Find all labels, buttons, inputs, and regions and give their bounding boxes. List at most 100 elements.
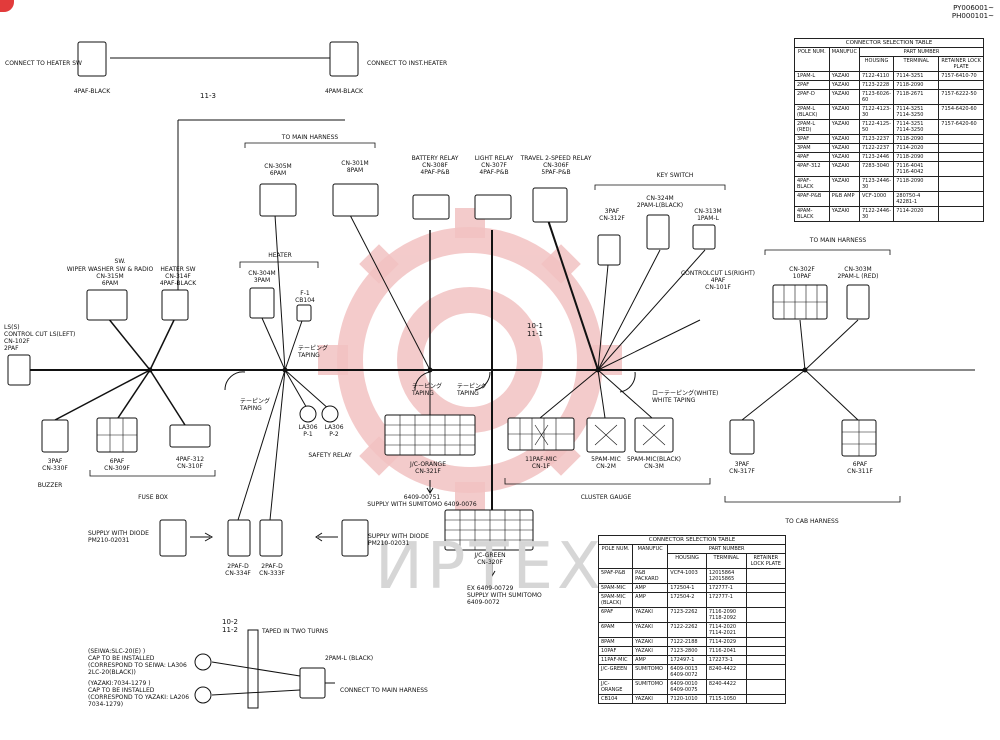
connector-cn315m	[86, 289, 128, 321]
table-cell: 7114-3251 7114-3250	[893, 104, 940, 120]
label-cn334f: 2PAF-D CN-334F	[225, 563, 251, 577]
label-cn312f: 3PAF CN-312F	[599, 208, 625, 222]
cap-wire-1	[211, 661, 301, 677]
splice-hub-5	[802, 367, 808, 373]
label-sw: SW.	[114, 258, 126, 265]
table-cell: 4PAF	[794, 152, 830, 162]
table-cell	[938, 176, 984, 192]
table-cell: 172497-1	[667, 655, 707, 665]
connector-diode-left	[159, 519, 187, 557]
grid-cn311f	[842, 420, 876, 456]
table-cell: 7122-4123-30	[858, 104, 895, 120]
connector-cn317f	[729, 419, 755, 455]
table-cell: 7118-2671	[893, 89, 940, 105]
table-cell: 7114-2020	[893, 206, 940, 222]
cap-wire-2	[211, 689, 301, 696]
branch-cn314f	[149, 317, 176, 371]
connector-cn102f	[7, 354, 31, 386]
table-cell: VCF-1000	[858, 191, 895, 207]
table-cell: P&B AMP	[828, 191, 860, 207]
splice-hub-4	[595, 367, 601, 373]
label-diode-left: SUPPLY WITH DIODE PM210-02031	[88, 530, 149, 544]
arrow-diode-left	[190, 532, 214, 542]
table-cell: 2PAF-D	[794, 89, 830, 105]
label-cn101f: CONTROLCUT LS(RIGHT) 4PAF CN-101F	[680, 270, 756, 291]
connector-cn301m	[332, 183, 379, 217]
table-cell: 11PAF-MIC	[597, 655, 634, 665]
table-cell: 7122-2446-30	[858, 206, 895, 222]
table-cell: 7118-2090	[893, 176, 940, 192]
table-cell: 5PAM-MIC (BLACK)	[597, 592, 634, 608]
taping-arc-3	[474, 371, 491, 391]
table-cell: 7157-6410-70	[938, 71, 984, 81]
table-cell	[745, 622, 787, 638]
table-cell: 7123-6026-60	[858, 89, 895, 105]
label-line-11-3: 11-3	[200, 92, 216, 100]
label-la306-p1: LA306 P-1	[298, 424, 318, 438]
table-cell: 172273-1	[705, 655, 747, 665]
label-seiwa-note: (SEIWA:SLC-20(E) ) CAP TO BE INSTALLED (…	[88, 648, 187, 676]
connector-selection-table-2: CONNECTOR SELECTION TABLE POLE NUM. MANU…	[597, 535, 787, 704]
table-cell: 2PAM-L (RED)	[794, 119, 830, 135]
table-cell: YAZAKI	[828, 176, 860, 192]
splice-hub-3	[427, 367, 433, 373]
table-cell: 7123-2446-30	[858, 176, 895, 192]
label-key-switch: KEY SWITCH	[656, 172, 694, 179]
table-cell: 12015864 12015865	[705, 568, 747, 584]
label-travel-relay: TRAVEL 2-SPEED RELAY CN-306F 5PAF-P&B	[520, 155, 592, 176]
label-cn310f: 4PAF-312 CN-310F	[175, 456, 205, 470]
table-cell: 7123-2446	[858, 152, 895, 162]
table-cell: 7114-3251	[893, 71, 940, 81]
table-cell: 6PAF	[597, 607, 634, 623]
connector-cn314f	[161, 289, 189, 321]
label-cn314f: HEATER SW CN-314F 4PAF-BLACK	[159, 266, 197, 287]
connector-cn304m	[249, 287, 275, 319]
table-cell: 4PAF-312	[794, 161, 830, 177]
label-cap-2pam: 2PAM-L (BLACK)	[325, 655, 374, 662]
table-cell: 6409-0010 6409-0075	[667, 679, 707, 695]
branch-cn1f	[539, 369, 599, 419]
table-2-header-part-number: PART NUMBER	[667, 544, 786, 554]
connector-la306-p1	[299, 405, 317, 423]
label-cn311f: 6PAF CN-311F	[847, 461, 873, 475]
label-cn330f: 3PAF CN-330F	[42, 458, 68, 472]
connector-selection-table-1: CONNECTOR SELECTION TABLE POLE NUM. MANU…	[794, 38, 985, 222]
cap-seiwa	[194, 653, 212, 671]
label-cn333f: 2PAF-D CN-333F	[259, 563, 285, 577]
branch-cn312f	[597, 264, 609, 371]
corner-mark	[0, 0, 14, 12]
branch-cn333f	[269, 369, 286, 521]
x-cn2m	[594, 424, 618, 446]
table-1-title: CONNECTOR SELECTION TABLE	[794, 38, 984, 47]
connector-heater-sw-top	[77, 41, 107, 77]
connector-cn333f	[259, 519, 283, 557]
table-cell: 8240-4422	[705, 679, 747, 695]
table-cell: 5PAF-P&B	[597, 568, 634, 584]
table-cell: 4PAF-BLACK	[794, 176, 830, 192]
branch-cn301m	[349, 214, 431, 371]
watermark-teeth	[318, 208, 622, 512]
table-cell: 7118-2090	[893, 80, 940, 90]
table-cell: 7123-2237	[858, 134, 895, 144]
x-cn1f	[534, 424, 549, 446]
table-cell: SUMITOMO	[632, 664, 669, 680]
table-cell	[745, 637, 787, 647]
table-cell: YAZAKI	[828, 206, 860, 222]
table-cell	[745, 694, 787, 704]
table-2-header-retainer: RETAINER LOCK PLATE	[745, 553, 787, 569]
label-cn1f: 11PAF-MIC CN-1F	[525, 456, 557, 470]
branch-cb104	[284, 317, 304, 371]
connector-cn334f	[227, 519, 251, 557]
table-cell: YAZAKI	[632, 622, 669, 638]
connector-cn310f	[169, 424, 211, 448]
